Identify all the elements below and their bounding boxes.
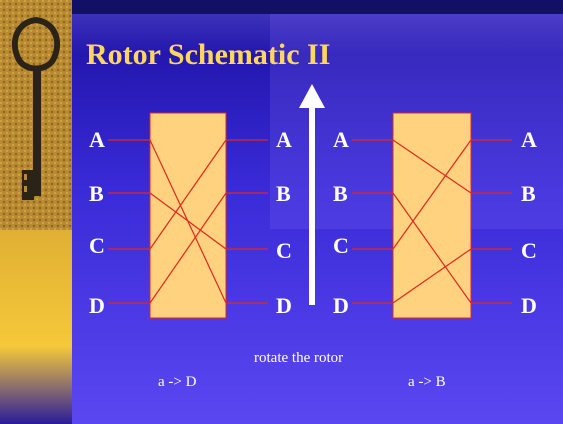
left-rotor-wires [108,139,268,304]
right-output-d: D [521,293,537,318]
side-strip-lower [0,230,72,424]
left-input-c: C [89,233,105,258]
left-output-b: B [276,181,291,206]
right-output-c: C [521,238,537,263]
right-input-c: C [333,233,349,258]
left-rotor-caption: a -> D [158,374,197,390]
left-output-c: C [276,238,292,263]
right-input-b: B [333,181,348,206]
left-input-a: A [89,127,105,152]
right-input-a: A [333,127,349,152]
right-input-d: D [333,293,349,318]
left-output-a: A [276,127,292,152]
left-input-d: D [89,293,105,318]
key-icon [0,0,72,230]
right-output-b: B [521,181,536,206]
right-rotor-wires [352,139,512,304]
slide-title: Rotor Schematic II [86,38,331,71]
left-input-b: B [89,181,104,206]
left-output-d: D [276,293,292,318]
top-band [0,0,563,14]
side-strip [0,0,72,424]
right-rotor-caption: a -> B [408,374,446,390]
top-glow [72,14,563,54]
rotate-arrow [299,84,325,305]
right-output-a: A [521,127,537,152]
arrow-caption: rotate the rotor [254,350,344,366]
